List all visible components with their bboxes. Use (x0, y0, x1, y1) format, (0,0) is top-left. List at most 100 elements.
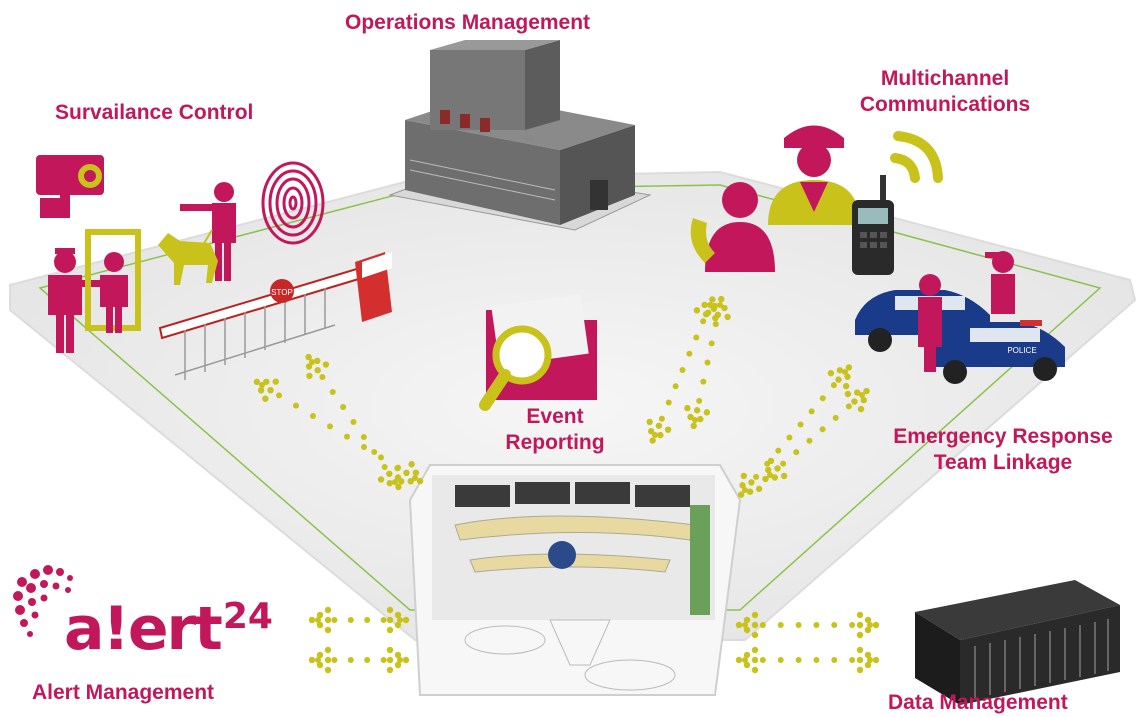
caller-icon (690, 182, 775, 272)
arrow-head-dot (408, 461, 415, 468)
arrow-head-dot (253, 378, 261, 386)
data-management-label: Data Management (888, 691, 1068, 714)
arrow-dot (775, 447, 782, 454)
arrow-head-dot (394, 621, 402, 629)
arrow-dot (704, 359, 711, 366)
arrow-dot (309, 359, 315, 365)
camera-icon (36, 155, 104, 218)
arrow-dot (842, 369, 848, 375)
arrow-head-dot (646, 418, 653, 426)
arrow-dot (679, 367, 686, 373)
arrow-head-dot (755, 485, 763, 493)
arrow-dot (347, 657, 354, 663)
arrow-head-dot (836, 367, 844, 374)
arrow-head-dot (647, 428, 655, 435)
arrow-head-dot (262, 395, 269, 402)
arrow-head-dot (394, 464, 401, 472)
arrow-head-dot (655, 422, 663, 429)
arrow-dot (397, 617, 403, 623)
arrow-head-dot (856, 611, 864, 619)
arrow-head-dot (771, 474, 778, 481)
operations-management-label: Operations Management (345, 11, 591, 34)
arrow-dot (347, 617, 354, 623)
arrow-head-dot (386, 646, 394, 654)
arrow-dot (795, 622, 802, 628)
multichannel-line2: Communications (859, 93, 1031, 116)
arrow-head-dot (687, 413, 694, 421)
arrow-head-dot (386, 656, 394, 664)
arrow-head-dot (714, 311, 722, 318)
arrow-dot (696, 397, 703, 404)
arrow-head-dot (403, 469, 410, 477)
arrow-head-dot (267, 386, 274, 394)
barrier-gate-icon: STOP (158, 252, 392, 380)
arrow-dot (742, 487, 748, 493)
arrow-head-dot (412, 469, 420, 476)
police-car-text: POLICE (1007, 346, 1036, 355)
arrow-head-dot (743, 626, 751, 634)
arrow-head-dot (856, 621, 864, 629)
arrow-head-dot (324, 606, 332, 614)
dotted-arrows (253, 295, 880, 674)
arrow-head-dot (872, 656, 880, 664)
arrow-head-dot (864, 616, 872, 624)
arrow-dot (700, 378, 707, 385)
arrow-head-dot (649, 437, 656, 444)
arrow-head-dot (751, 646, 759, 654)
folder-search-icon (479, 294, 597, 411)
dog-handler-icon (158, 182, 236, 285)
arrow-dot (831, 622, 838, 628)
arrow-head-dot (316, 611, 324, 619)
arrow-head-dot (721, 304, 728, 312)
arrow-dot (364, 657, 371, 663)
arrow-dot (327, 423, 333, 430)
signal-icon (890, 131, 943, 183)
arrow-dot (759, 622, 766, 628)
stop-sign-text: STOP (271, 288, 293, 297)
arrow-dot (329, 389, 336, 395)
arrow-head-dot (394, 474, 402, 481)
arrow-dot (412, 475, 418, 481)
arrow-head-dot (864, 661, 872, 669)
alert24-logo-superscript: 24 (222, 596, 273, 637)
arrow-head-dot (394, 651, 402, 659)
arrow-dot (795, 657, 802, 663)
arrow-dot (806, 437, 813, 444)
arrow-dot (793, 449, 800, 456)
arrow-head-dot (316, 651, 324, 659)
arrow-head-dot (835, 376, 842, 383)
arrow-dot (315, 617, 321, 623)
arrow-head-dot (854, 389, 861, 396)
arrow-head-dot (774, 465, 781, 472)
arrow-head-dot (308, 656, 316, 664)
arrow-head-dot (324, 666, 332, 674)
arrow-head-dot (856, 656, 864, 664)
arrow-head-dot (386, 606, 394, 614)
arrow-dot (797, 421, 804, 428)
arrow-head-dot (737, 491, 745, 498)
arrow-dot (849, 622, 856, 628)
arrow-dot (831, 657, 838, 663)
arrow-dot (692, 417, 698, 423)
arrow-dot (319, 374, 326, 380)
arrow-head-dot (751, 631, 759, 639)
arrow-head-dot (306, 372, 313, 380)
arrow-dot (686, 350, 693, 357)
arrow-dot (832, 414, 839, 421)
arrow-head-dot (407, 478, 414, 485)
arrow-dot (259, 382, 265, 388)
fingerprint-icon (261, 161, 325, 245)
arrow-dot (658, 415, 665, 422)
arrow-dot (381, 464, 388, 470)
arrow-head-dot (735, 656, 743, 664)
arrow-dot (350, 419, 357, 425)
arrow-head-dot (844, 390, 852, 398)
arrow-head-dot (872, 621, 880, 629)
arrow-head-dot (845, 364, 853, 371)
arrow-dot (813, 657, 820, 663)
alert24-logo-dots (13, 565, 73, 637)
arrow-head-dot (748, 479, 755, 486)
arrow-head-dot (856, 646, 864, 654)
police-officer-icon (768, 125, 860, 225)
arrow-head-dot (724, 313, 731, 321)
